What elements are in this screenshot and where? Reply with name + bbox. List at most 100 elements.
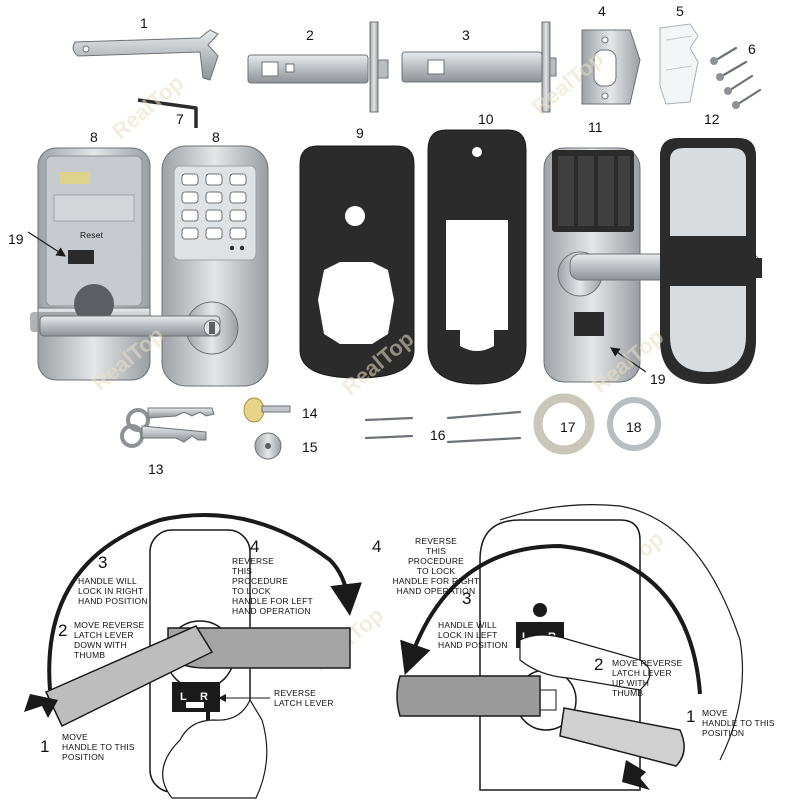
part-11-battery-unit	[543, 147, 762, 383]
part-number-6: 6	[748, 41, 756, 57]
part-number-18: 18	[626, 419, 642, 435]
left-lr-l: L	[180, 691, 187, 703]
part-4-strike-plate	[581, 29, 641, 105]
part-2-latch	[247, 21, 389, 113]
right-lr-l: L	[522, 631, 529, 643]
left-step2-num: 2	[58, 621, 67, 640]
rightStep4-line: HAND OPERATION	[397, 586, 476, 596]
leftStep4-line: PROCEDURE	[232, 576, 288, 586]
rightStep2-line: THUMB	[612, 688, 643, 698]
rightStep2-line: LATCH LEVER	[612, 668, 672, 678]
keypad-key	[205, 191, 223, 204]
part-number-9: 9	[356, 125, 364, 141]
keypad-key	[229, 227, 247, 240]
part-10-gasket	[427, 129, 527, 385]
part-3-deadbolt	[401, 21, 557, 113]
rightStep4-line: THIS	[426, 546, 446, 556]
keypad-key	[229, 209, 247, 222]
keypad-key	[229, 173, 247, 186]
rightStep4-line: HANDLE FOR RIGHT	[393, 576, 480, 586]
reset-label: Reset	[80, 230, 104, 240]
rightStep3-line: HANDLE WILL	[438, 620, 497, 630]
part-number-19: 19	[650, 371, 666, 387]
rightStep4-line: PROCEDURE	[408, 556, 464, 566]
keypad-key	[181, 209, 199, 222]
leftLatch-line: REVERSE	[274, 688, 316, 698]
left-step3-num: 3	[98, 553, 107, 572]
part-number-15: 15	[302, 439, 318, 455]
leftStep4-line: REVERSE	[232, 556, 274, 566]
leftStep4-line: HAND OPERATION	[232, 606, 311, 616]
leftStep3-line: HANDLE WILL	[78, 576, 137, 586]
leftLatch-line: LATCH LEVER	[274, 698, 334, 708]
keypad-key	[205, 173, 223, 186]
part-number-2: 2	[306, 27, 314, 43]
part-number-19: 19	[8, 231, 24, 247]
left-lr-r: R	[200, 691, 208, 703]
leftStep1-line: HANDLE TO THIS	[62, 742, 135, 752]
part-number-7: 7	[176, 111, 184, 127]
part-number-17: 17	[560, 419, 576, 435]
part-17-ring	[533, 393, 595, 455]
part-9-gasket	[299, 145, 415, 379]
part-15-cap	[254, 432, 282, 460]
part-number-4: 4	[598, 3, 606, 19]
leftStep2-line: THUMB	[74, 650, 105, 660]
part-number-8: 8	[90, 129, 98, 145]
leftStep4-line: HANDLE FOR LEFT	[232, 596, 313, 606]
rightStep3-line: LOCK IN LEFT	[438, 630, 498, 640]
left-step1-num: 1	[40, 737, 49, 756]
keypad-key	[205, 227, 223, 240]
part-number-1: 1	[140, 15, 148, 31]
part-number-14: 14	[302, 405, 318, 421]
part-18-ring	[607, 397, 661, 451]
part-12-cover	[660, 138, 756, 384]
rightStep4-line: TO LOCK	[417, 566, 456, 576]
rightStep2-line: UP WITH	[612, 678, 649, 688]
right-step3-num: 3	[462, 589, 471, 608]
keypad-key	[181, 191, 199, 204]
keypad-key	[205, 209, 223, 222]
part-1-wrench	[72, 29, 219, 81]
leftStep3-line: HAND POSITION	[78, 596, 148, 606]
right-step2-num: 2	[594, 655, 603, 674]
leftStep2-line: DOWN WITH	[74, 640, 127, 650]
part-number-8: 8	[212, 129, 220, 145]
leftStep4-line: TO LOCK	[232, 586, 271, 596]
part-8-keypad-unit	[39, 145, 269, 387]
rightStep1-line: MOVE	[702, 708, 728, 718]
part-13-keys	[120, 407, 215, 448]
part-19-pointers	[27, 231, 647, 373]
part-7-hex-key	[137, 98, 198, 128]
leftStep1-line: MOVE	[62, 732, 88, 742]
leftStep2-line: LATCH LEVER	[74, 630, 134, 640]
part-number-5: 5	[676, 3, 684, 19]
part-5-strike-box	[659, 23, 699, 105]
right-step1-num: 1	[686, 707, 695, 726]
part-number-11: 11	[588, 119, 603, 135]
leftStep4-line: THIS	[232, 566, 252, 576]
leftStep2-line: MOVE REVERSE	[74, 620, 145, 630]
part-16-bolts	[364, 410, 522, 444]
rightStep3-line: HAND POSITION	[438, 640, 508, 650]
part-14-cylinder-tool	[243, 397, 291, 423]
keypad-key	[181, 173, 199, 186]
right-step4-num: 4	[372, 537, 381, 556]
left-step4-num: 4	[250, 537, 259, 556]
rightStep2-line: MOVE REVERSE	[612, 658, 683, 668]
rightStep1-line: POSITION	[702, 728, 744, 738]
leftStep1-line: POSITION	[62, 752, 104, 762]
part-number-16: 16	[430, 427, 446, 443]
